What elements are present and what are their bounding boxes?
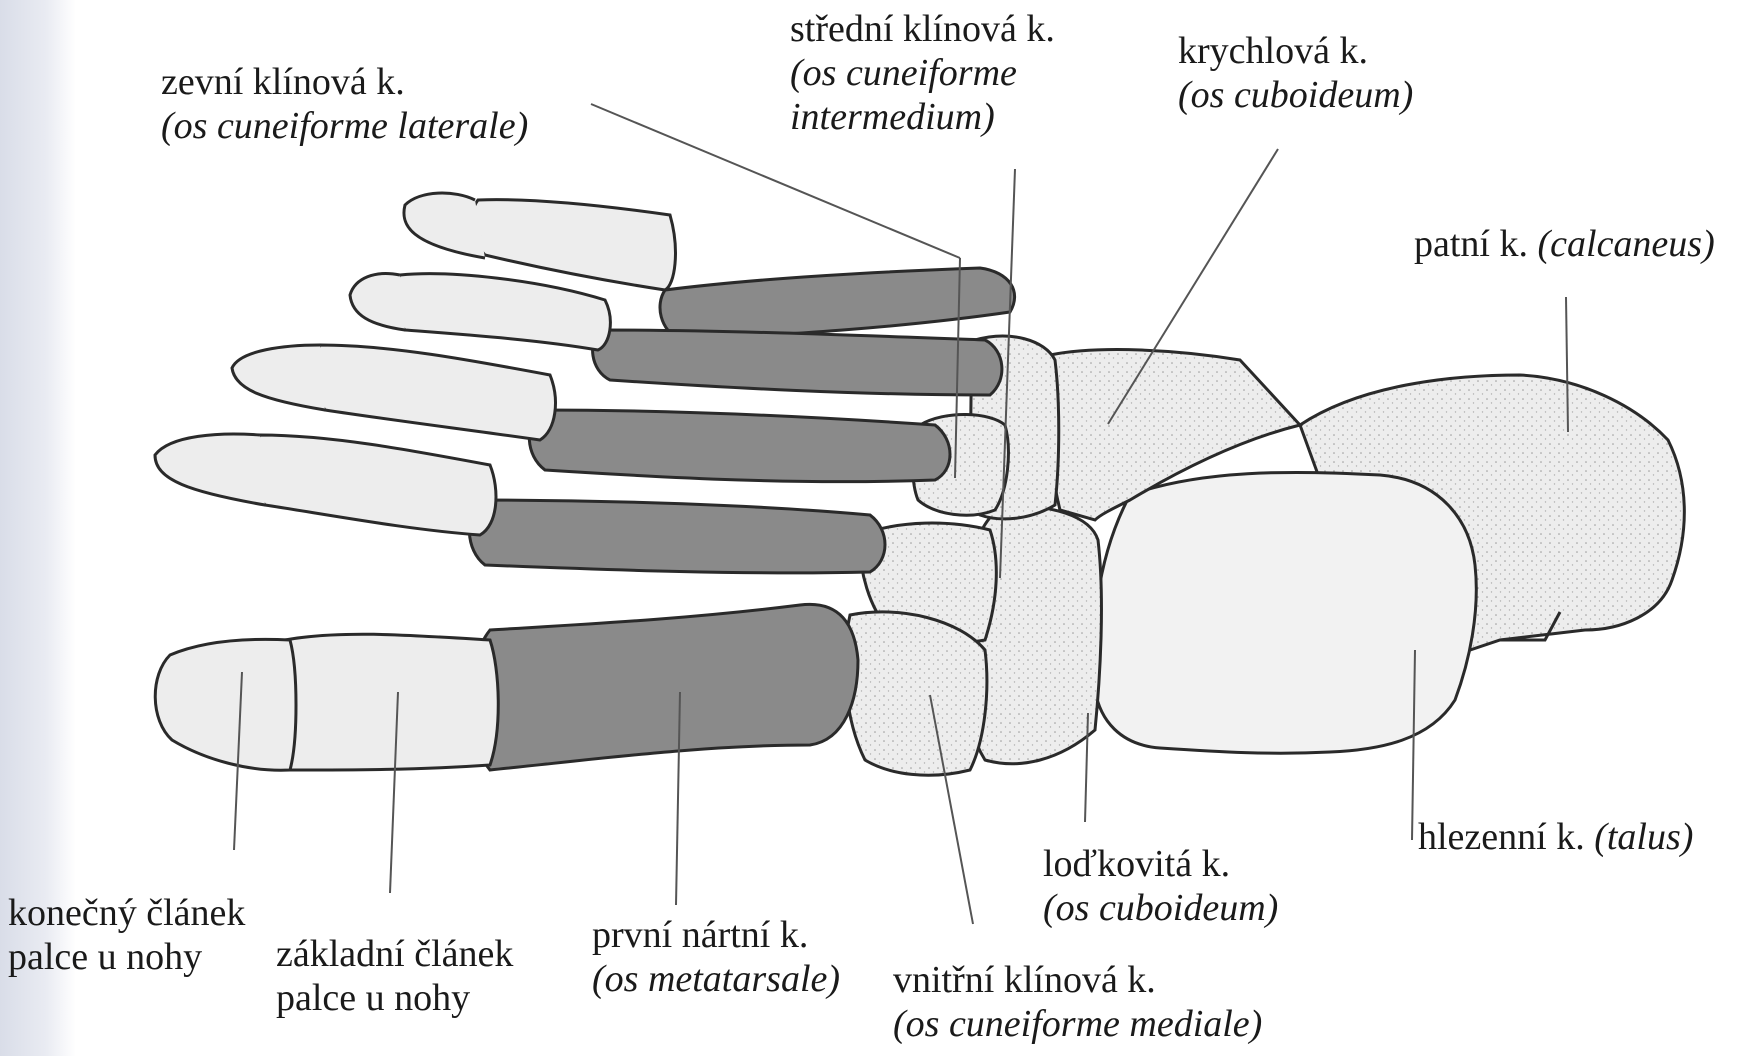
label-patni: patní k. (calcaneus) bbox=[1414, 222, 1715, 266]
label-hlezenni-name: hlezenní k. bbox=[1418, 816, 1585, 858]
label-krychlova: krychlová k. (os cuboideum) bbox=[1178, 29, 1413, 117]
label-zakladni-line2: palce u nohy bbox=[276, 976, 513, 1020]
label-lodkovita: loďkovitá k. (os cuboideum) bbox=[1043, 842, 1278, 930]
label-krychlova-line1: krychlová k. bbox=[1178, 29, 1413, 73]
label-lodkovita-line1: loďkovitá k. bbox=[1043, 842, 1278, 886]
talus-bone bbox=[1093, 472, 1476, 753]
label-prvni-nartni: první nártní k. (os metatarsale) bbox=[592, 913, 840, 1001]
label-krychlova-line2: (os cuboideum) bbox=[1178, 73, 1413, 117]
label-zakladni-clanek: základní článek palce u nohy bbox=[276, 932, 513, 1020]
label-stredni-klinova-line1: střední klínová k. bbox=[790, 7, 1055, 51]
label-zevni-klinova-line2: (os cuneiforme laterale) bbox=[161, 104, 528, 148]
label-patni-latin: (calcaneus) bbox=[1537, 223, 1714, 265]
label-stredni-klinova-line3: intermedium) bbox=[790, 95, 1055, 139]
label-stredni-klinova: střední klínová k. (os cuneiforme interm… bbox=[790, 7, 1055, 139]
label-vnitrni-klinova-line2: (os cuneiforme mediale) bbox=[893, 1002, 1262, 1046]
label-patni-name: patní k. bbox=[1414, 223, 1528, 265]
label-hlezenni-latin: (talus) bbox=[1594, 816, 1693, 858]
label-hlezenni: hlezenní k. (talus) bbox=[1418, 815, 1693, 859]
label-prvni-nartni-line2: (os metatarsale) bbox=[592, 957, 840, 1001]
label-konecny-line1: konečný článek bbox=[8, 891, 245, 935]
label-zakladni-line1: základní článek bbox=[276, 932, 513, 976]
label-lodkovita-line2: (os cuboideum) bbox=[1043, 886, 1278, 930]
label-zevni-klinova-line1: zevní klínová k. bbox=[161, 60, 528, 104]
label-vnitrni-klinova: vnitřní klínová k. (os cuneiforme medial… bbox=[893, 958, 1262, 1046]
label-vnitrni-klinova-line1: vnitřní klínová k. bbox=[893, 958, 1262, 1002]
label-konecny-clanek: konečný článek palce u nohy bbox=[8, 891, 245, 979]
label-zevni-klinova: zevní klínová k. (os cuneiforme laterale… bbox=[161, 60, 528, 148]
label-prvni-nartni-line1: první nártní k. bbox=[592, 913, 840, 957]
label-stredni-klinova-line2: (os cuneiforme bbox=[790, 51, 1055, 95]
label-konecny-line2: palce u nohy bbox=[8, 935, 245, 979]
